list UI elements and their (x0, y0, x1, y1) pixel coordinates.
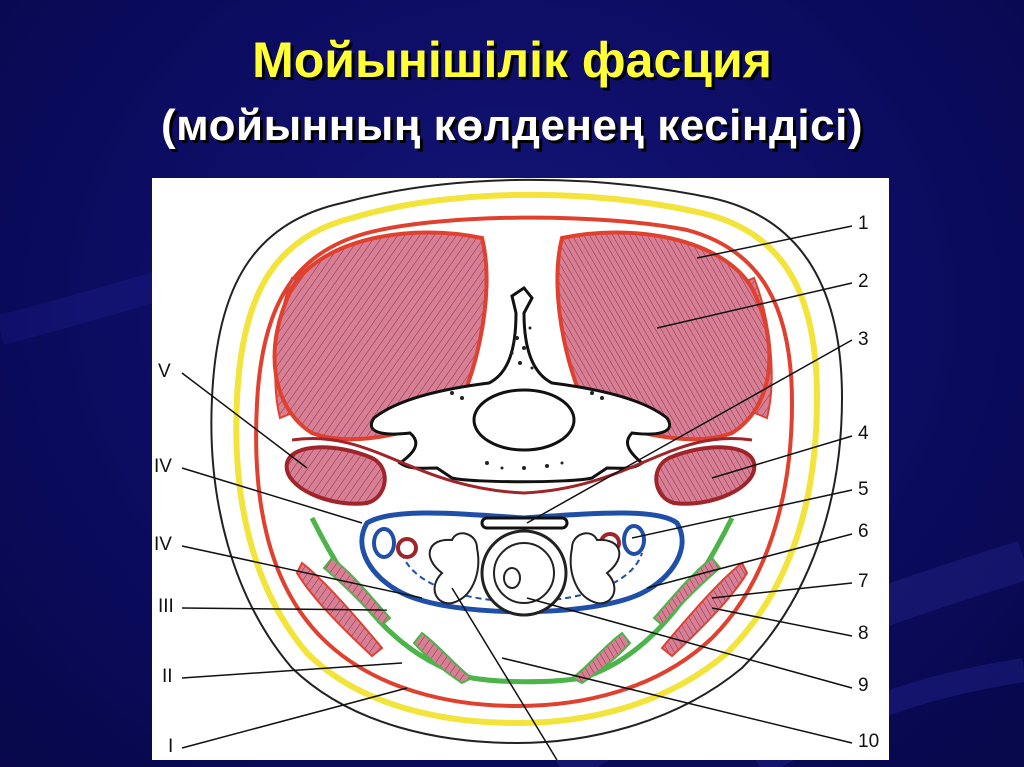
label-I: I (168, 736, 174, 757)
label-3: 3 (858, 329, 869, 350)
deep-back-muscle-right (555, 230, 772, 442)
trachea-inner (493, 542, 555, 604)
slide-subtitle: (мойынның көлденең кесіндісі) (161, 101, 863, 150)
leader-lines-right (501, 225, 853, 744)
fascia-V-prevertebral (291, 437, 753, 495)
fascia-IV-dashed (401, 552, 643, 603)
label-2: 2 (858, 271, 869, 292)
fascia-V-left (284, 445, 387, 506)
vertebra (370, 285, 671, 484)
label-1: 1 (858, 213, 869, 234)
fascia-II-superficial-layer (254, 215, 795, 709)
trachea-lumen (503, 567, 521, 589)
fascia-V-right (654, 445, 757, 506)
label-9: 9 (858, 675, 869, 696)
neck-cross-section-svg (181, 178, 853, 760)
label-4: 4 (858, 423, 869, 444)
thyroid-left-lobe (428, 532, 480, 605)
label-V: V (158, 361, 171, 382)
leader-lines-left (181, 372, 558, 760)
label-7: 7 (858, 571, 869, 592)
thyroid-right-lobe (569, 532, 621, 605)
slide-title: Мойынішілік фасция (252, 32, 772, 88)
label-6: 6 (858, 521, 869, 542)
skin-outline (210, 178, 844, 745)
label-II: II (162, 666, 173, 687)
strap-muscle-right (570, 631, 632, 685)
label-IV-lower: IV (154, 534, 172, 555)
deep-back-muscle-left (272, 230, 489, 442)
esophagus (480, 516, 569, 530)
strap-muscle-left (412, 631, 474, 685)
label-10: 10 (858, 731, 880, 752)
bone-stippling (450, 326, 604, 470)
vertebral-foramen (472, 388, 576, 452)
label-III: III (158, 596, 174, 617)
neck-cross-section-figure: 1 2 3 4 5 6 7 8 9 10 V IV IV III II I (152, 178, 889, 760)
label-IV-upper: IV (154, 456, 172, 477)
sternocleidomastoid-right (660, 561, 749, 658)
label-5: 5 (858, 479, 869, 500)
carotid-sheath-left (372, 527, 418, 559)
fascia-I-superficial (233, 191, 821, 727)
label-8: 8 (858, 623, 869, 644)
